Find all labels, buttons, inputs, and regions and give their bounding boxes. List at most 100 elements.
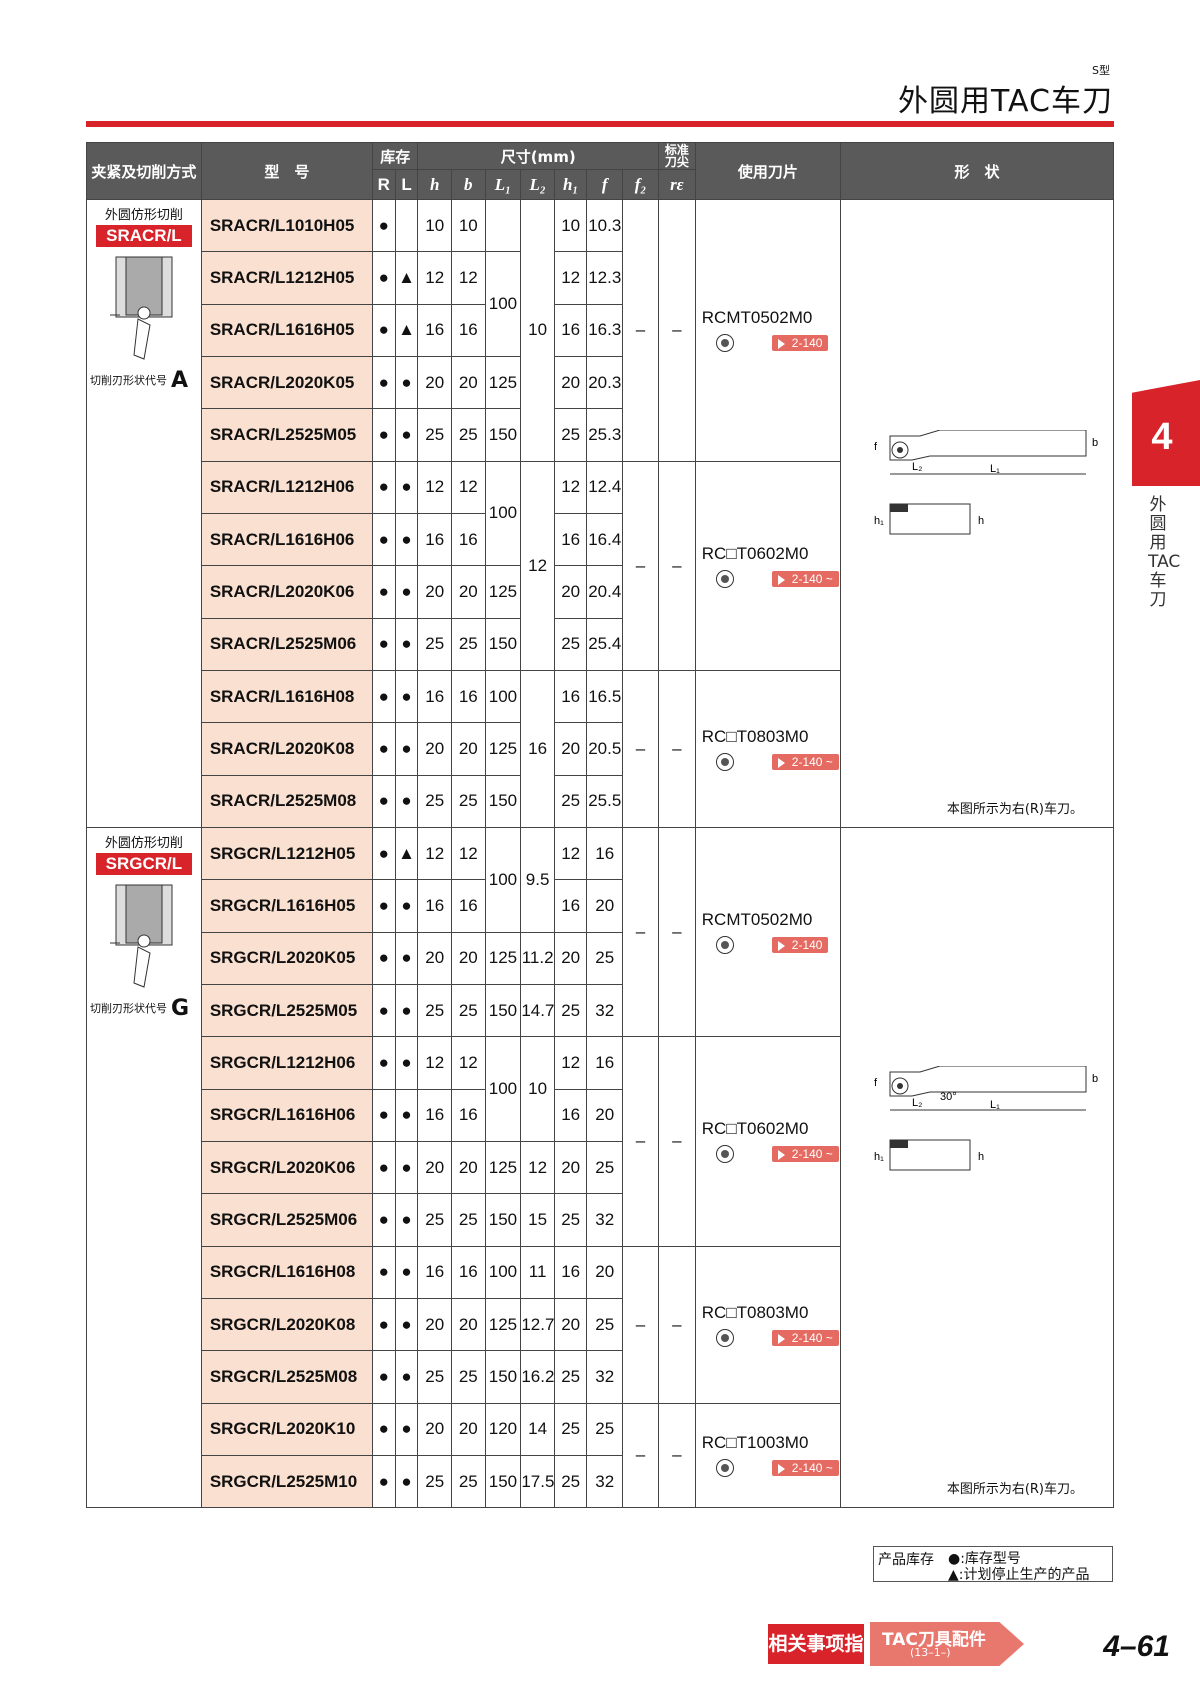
model-code[interactable]: SRGCR/L2020K05	[200, 931, 373, 985]
model-code[interactable]: SRACR/L2525M05	[200, 408, 373, 462]
model-code[interactable]: SRGCR/L2525M08	[200, 1350, 373, 1404]
clamp-shape-text: 切削刃形状代号	[90, 374, 167, 387]
insert-code[interactable]: RC□T0602M0	[701, 1119, 809, 1139]
page-link-button[interactable]: 2-140 ~	[771, 1460, 839, 1477]
model-code[interactable]: SRGCR/L2525M05	[200, 983, 373, 1038]
page-link-button[interactable]: 2-140	[771, 937, 829, 954]
page-link-button[interactable]: 2-140 ~	[771, 1329, 839, 1346]
cell-l: ●	[394, 1245, 419, 1299]
model-code[interactable]: SRGCR/L1212H06	[200, 1036, 373, 1090]
insert-code[interactable]: RCMT0502M0	[701, 910, 813, 930]
cell-h1: 20	[553, 355, 588, 410]
cell-b: 12	[451, 460, 486, 514]
insert-code[interactable]: RC□T0803M0	[701, 726, 809, 746]
cell-f: 32	[586, 1193, 624, 1247]
cell-r: ●	[371, 512, 396, 567]
page-link-button[interactable]: 2-140	[771, 335, 829, 352]
cell-h: 20	[417, 1297, 453, 1352]
cell-b: 20	[451, 1140, 486, 1195]
title-rule	[86, 121, 1114, 127]
guide-button[interactable]: 相关事项指南	[768, 1624, 864, 1695]
cell-l1: 100	[484, 669, 522, 724]
model-code[interactable]: SRACR/L1010H05	[200, 198, 373, 253]
cell-l2: 14.7	[520, 983, 555, 1038]
model-code[interactable]: SRACR/L1212H06	[200, 460, 373, 514]
page-link-button[interactable]: 2-140 ~	[771, 1146, 839, 1163]
model-code[interactable]: SRACR/L2525M08	[200, 774, 373, 828]
model-code[interactable]: SRGCR/L1616H06	[200, 1088, 373, 1142]
model-code[interactable]: SRACR/L1616H06	[200, 512, 373, 567]
page-link-button[interactable]: 2-140 ~	[771, 570, 839, 587]
model-code[interactable]: SRGCR/L1616H05	[200, 879, 373, 933]
model-code[interactable]: SRACR/L2020K06	[200, 565, 373, 619]
col-sub-header: h₁	[553, 169, 588, 200]
model-code[interactable]: SRGCR/L1616H08	[200, 1245, 373, 1299]
accessory-button[interactable]: TAC刀具配件 (13–1–)	[870, 1622, 1024, 1666]
cell-r: ●	[371, 774, 396, 828]
cell-h1: 20	[553, 1297, 588, 1352]
model-code[interactable]: SRACR/L2525M06	[200, 617, 373, 671]
cell-l1: 100	[484, 826, 522, 933]
model-code[interactable]: SRACR/L2020K08	[200, 722, 373, 776]
cell-h: 16	[417, 1088, 453, 1142]
chapter-tab[interactable]: 4	[1132, 380, 1200, 486]
clamp-shape-text: 切削刃形状代号	[90, 1001, 167, 1015]
insert-code[interactable]: RC□T0803M0	[701, 1302, 809, 1322]
cell-h1: 12	[553, 251, 588, 305]
model-code[interactable]: SRGCR/L2525M06	[200, 1193, 373, 1247]
svg-text:h: h	[978, 1151, 984, 1163]
col-sub-header: L₂	[520, 169, 555, 200]
cell-h: 12	[417, 251, 453, 305]
cell-l: ●	[394, 1193, 419, 1247]
model-code[interactable]: SRGCR/L2020K08	[200, 1297, 373, 1352]
cell-l: ●	[394, 1350, 419, 1404]
cell-re: –	[657, 669, 696, 828]
insert-symbol-icon	[715, 752, 734, 771]
insert-code[interactable]: RC□T1003M0	[701, 1433, 809, 1453]
page-link-button[interactable]: 2-140 ~	[771, 753, 839, 770]
clamp-code: SRACR/L	[96, 225, 192, 247]
model-code[interactable]: SRACR/L1212H05	[200, 251, 373, 305]
model-code[interactable]: SRGCR/L2525M10	[200, 1454, 373, 1509]
model-code[interactable]: SRGCR/L2020K10	[200, 1402, 373, 1456]
cell-f: 20.3	[586, 355, 624, 410]
model-code[interactable]: SRGCR/L1212H05	[200, 826, 373, 881]
cell-r: ●	[371, 1454, 396, 1509]
model-code[interactable]: SRACR/L1616H08	[200, 669, 373, 724]
model-code[interactable]: SRACR/L2020K05	[200, 355, 373, 410]
cell-l1: 150	[484, 1350, 522, 1404]
model-code[interactable]: SRACR/L1616H05	[200, 303, 373, 357]
cell-f: 12.3	[586, 251, 624, 305]
cell-h1: 16	[553, 512, 588, 567]
cell-h: 16	[417, 879, 453, 933]
clamp-diagram	[109, 256, 173, 360]
cell-l: ●	[394, 512, 419, 567]
cell-l: ●	[394, 931, 419, 985]
insert-code[interactable]: RCMT0502M0	[701, 308, 813, 328]
insert-code[interactable]: RC□T0602M0	[701, 543, 809, 563]
model-code[interactable]: SRGCR/L2020K06	[200, 1140, 373, 1195]
